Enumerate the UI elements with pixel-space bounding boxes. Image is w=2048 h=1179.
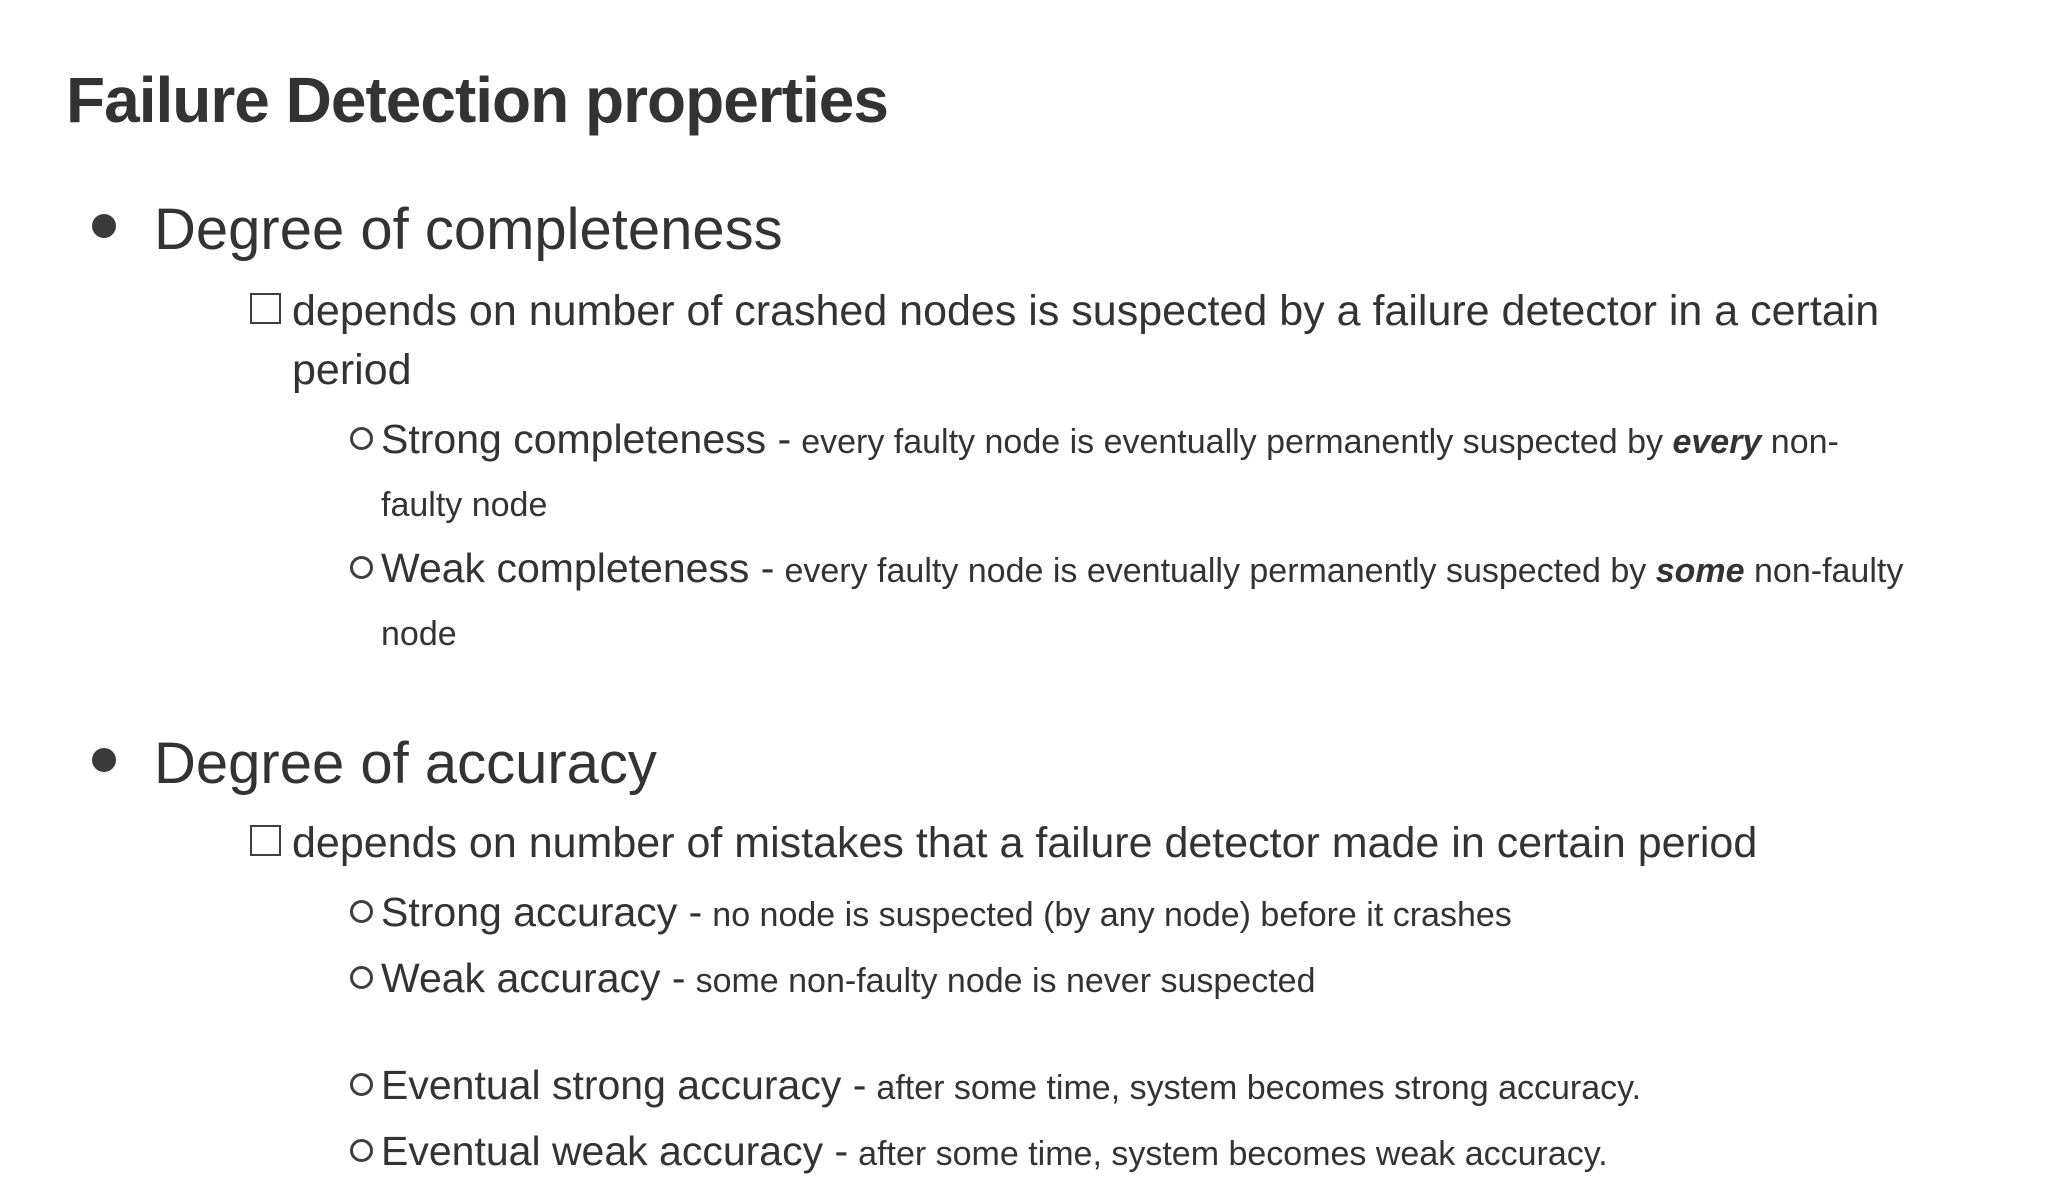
filled-bullet-icon bbox=[92, 213, 116, 238]
slide-title: Failure Detection properties bbox=[66, 64, 889, 136]
term-label: Strong accuracy - bbox=[381, 888, 703, 935]
list-item-weak-completeness: Weak completeness -every faulty node is … bbox=[350, 538, 2008, 664]
term-description: every faulty node is eventually permanen… bbox=[381, 551, 1904, 653]
bullet-item-degree-of-completeness: Degree of completeness bbox=[66, 194, 2008, 267]
term-description: after some time, system becomes strong a… bbox=[876, 1068, 1642, 1107]
list-item-eventual-weak-accuracy: Eventual weak accuracy -after some time,… bbox=[350, 1121, 2008, 1179]
filled-bullet-icon bbox=[92, 747, 116, 772]
list-item-text: Strong accuracy -no node is suspected (b… bbox=[381, 882, 1512, 945]
list-item-strong-accuracy: Strong accuracy -no node is suspected (b… bbox=[350, 882, 2008, 945]
term-label: Weak completeness - bbox=[381, 544, 775, 591]
list-item-text: Weak completeness -every faulty node is … bbox=[381, 538, 1976, 664]
section-heading: Degree of accuracy bbox=[154, 730, 657, 796]
section-heading: Degree of completeness bbox=[154, 196, 783, 262]
term-description: no node is suspected (by any node) befor… bbox=[712, 895, 1512, 934]
term-label: Strong completeness - bbox=[381, 415, 792, 462]
circle-bullet-icon bbox=[350, 426, 373, 450]
sub-bullet-accuracy-definition: depends on number of mistakes that a fai… bbox=[250, 814, 2008, 873]
term-description: some non-faulty node is never suspected bbox=[695, 961, 1316, 1000]
sub-bullet-completeness-definition: depends on number of crashed nodes is su… bbox=[250, 282, 2008, 401]
square-bullet-icon bbox=[250, 825, 281, 857]
list-item-text: Weak accuracy -some non-faulty node is n… bbox=[381, 948, 1315, 1011]
term-description: after some time, system becomes weak acc… bbox=[858, 1134, 1608, 1173]
list-item-text: Strong completeness -every faulty node i… bbox=[381, 409, 1886, 535]
list-item-strong-completeness: Strong completeness -every faulty node i… bbox=[350, 409, 2008, 535]
list-item-text: Eventual strong accuracy -after some tim… bbox=[381, 1055, 1641, 1118]
circle-bullet-icon bbox=[350, 1138, 373, 1162]
list-item-eventual-strong-accuracy: Eventual strong accuracy -after some tim… bbox=[350, 1055, 2008, 1118]
bullet-item-degree-of-accuracy: Degree of accuracy bbox=[66, 728, 2008, 801]
term-description: every faulty node is eventually permanen… bbox=[381, 422, 1839, 524]
term-label: Eventual strong accuracy - bbox=[381, 1061, 867, 1108]
term-label: Eventual weak accuracy - bbox=[381, 1127, 849, 1174]
circle-bullet-icon bbox=[350, 965, 373, 989]
circle-bullet-icon bbox=[350, 555, 373, 579]
square-bullet-icon bbox=[250, 293, 281, 325]
sub-bullet-text: depends on number of crashed nodes is su… bbox=[292, 287, 1880, 395]
list-item-weak-accuracy: Weak accuracy -some non-faulty node is n… bbox=[350, 948, 2008, 1011]
term-label: Weak accuracy - bbox=[381, 954, 686, 1001]
circle-bullet-icon bbox=[350, 1072, 373, 1096]
sub-bullet-text: depends on number of mistakes that a fai… bbox=[292, 819, 1758, 868]
list-item-text: Eventual weak accuracy -after some time,… bbox=[381, 1121, 1608, 1179]
circle-bullet-icon bbox=[350, 899, 373, 923]
